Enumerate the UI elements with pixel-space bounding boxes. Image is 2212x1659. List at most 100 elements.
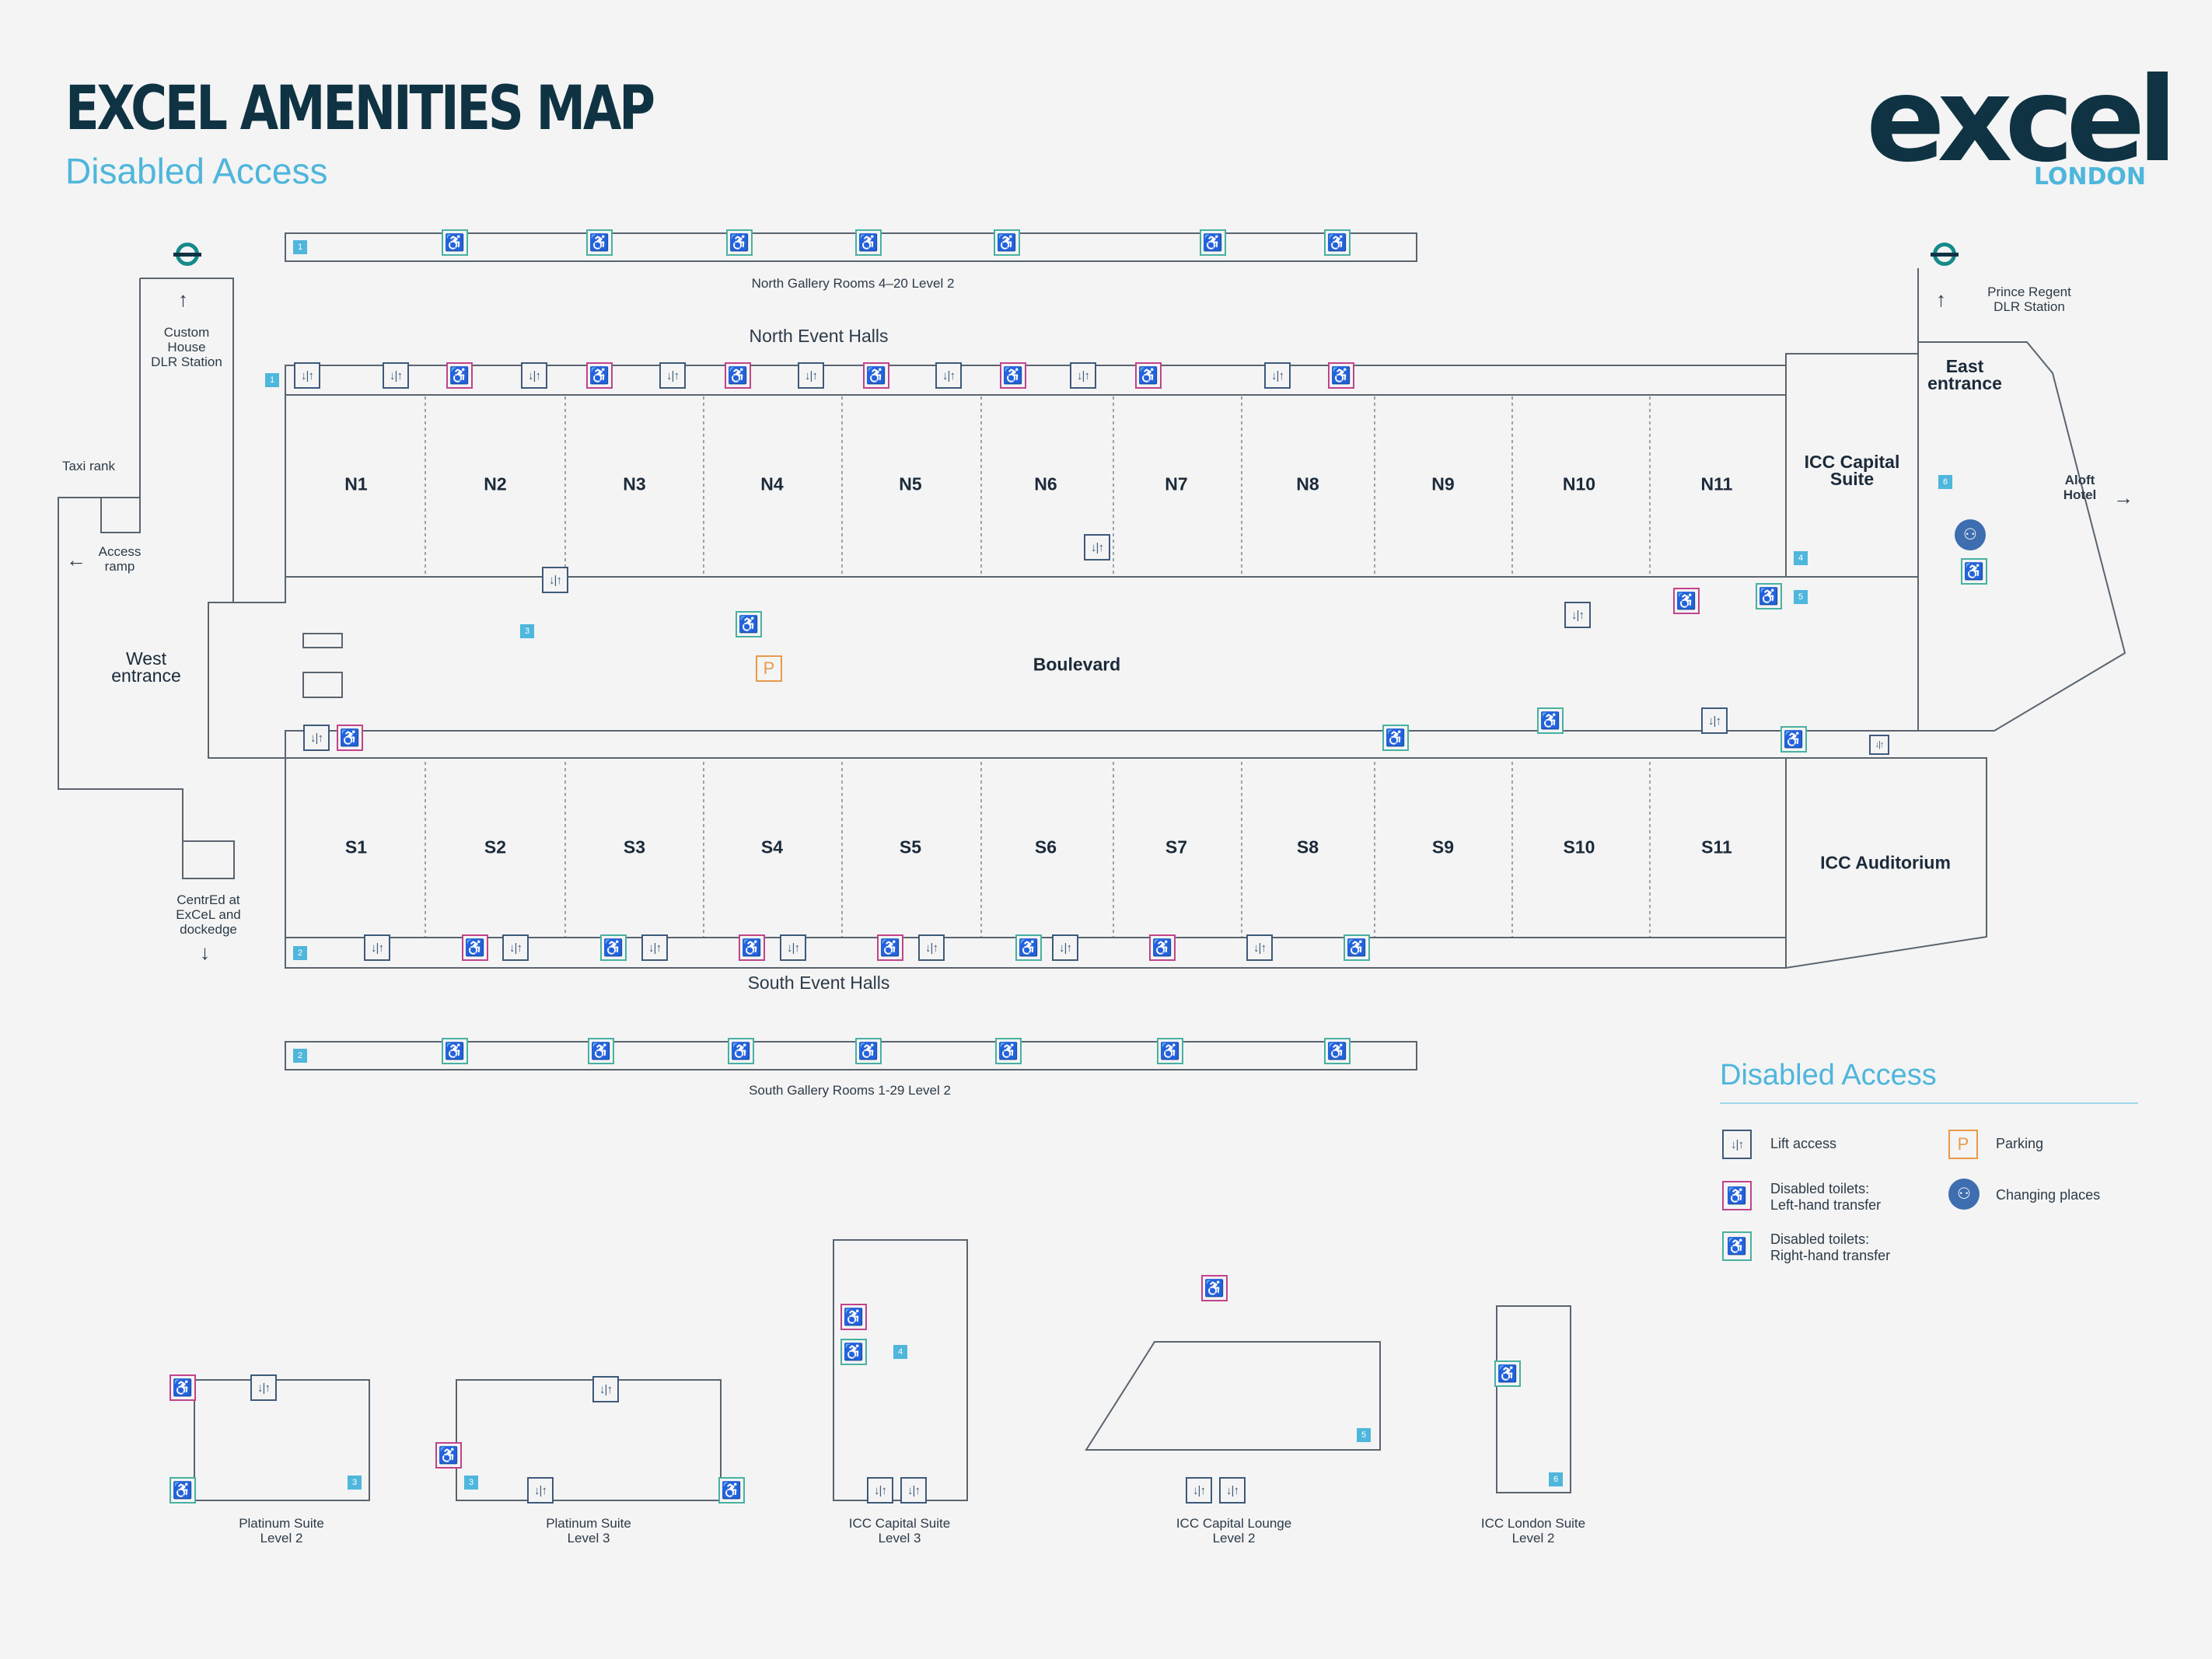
toilet-right-icon: ♿	[1200, 229, 1226, 256]
toilet-right-icon: ♿	[586, 229, 613, 256]
lift-icon: ↓|↑	[1869, 735, 1889, 755]
toilet-right-icon: ♿	[1324, 229, 1351, 256]
legend-lift-label: Lift access	[1770, 1136, 1837, 1151]
hall-s11: S11	[1701, 836, 1732, 857]
lift-icon: ↓|↑	[1219, 1477, 1246, 1504]
toilet-right-icon: ♿	[855, 229, 882, 256]
underground-roundel-icon	[173, 243, 201, 266]
toilet-left-icon: ♿	[169, 1374, 196, 1401]
boulevard-label: Boulevard	[1033, 654, 1121, 675]
hall-s8: S8	[1296, 836, 1319, 857]
toilet-left-icon: ♿	[739, 934, 765, 961]
hall-s3: S3	[623, 836, 646, 857]
taxi-rank-label: Taxi rank	[61, 459, 116, 473]
east-wing-outline	[1917, 268, 2126, 732]
marker-5: 5	[1357, 1428, 1371, 1442]
toilet-left-icon: ♿	[1135, 362, 1162, 389]
page-subtitle: Disabled Access	[65, 151, 328, 191]
hall-n9: N9	[1431, 473, 1455, 494]
legend-parking-label: Parking	[1996, 1136, 2044, 1151]
marker-3: 3	[348, 1476, 362, 1490]
arrow-up-icon: ↑	[1936, 288, 1946, 311]
hall-n11: N11	[1700, 473, 1733, 494]
toilet-right-icon: ♿	[728, 1038, 754, 1064]
north-hall-dividers	[425, 396, 1651, 575]
marker-2: 2	[293, 946, 307, 960]
toilet-right-icon: ♿	[588, 1038, 614, 1064]
north-halls-label: North Event Halls	[749, 326, 889, 346]
platinum-suite-level2-outline	[194, 1379, 370, 1501]
custom-house-label: Custom House DLR Station	[151, 325, 222, 369]
lift-icon: ↓|↑	[1264, 362, 1291, 389]
toilet-left-icon: ♿	[1673, 588, 1700, 614]
lift-icon: ↓|↑	[935, 362, 962, 389]
hall-s5: S5	[899, 836, 922, 857]
lift-icon: ↓|↑	[659, 362, 686, 389]
lift-icon: ↓|↑	[918, 934, 945, 961]
hall-s7: S7	[1165, 836, 1188, 857]
toilet-right-icon: ♿	[726, 229, 753, 256]
hall-n8: N8	[1296, 473, 1319, 494]
hall-n4: N4	[760, 473, 784, 494]
toilet-left-icon: ♿	[840, 1304, 867, 1330]
toilet-right-icon: ♿	[994, 229, 1020, 256]
south-halls-label: South Event Halls	[747, 973, 890, 993]
parking-icon: P	[756, 655, 782, 682]
legend-changing-label: Changing places	[1996, 1187, 2101, 1203]
arrow-up-icon: ↑	[178, 288, 188, 311]
toilet-right-icon: ♿	[1015, 934, 1042, 961]
lift-icon: ↓|↑	[780, 934, 806, 961]
lift-icon: ↓|↑	[1186, 1477, 1212, 1504]
lift-icon: ↓|↑	[1246, 934, 1273, 961]
toilet-right-icon: ♿	[855, 1038, 882, 1064]
toilet-right-icon: ♿	[600, 934, 627, 961]
toilet-right-icon: ♿	[1756, 583, 1782, 609]
toilet-right-icon: ♿	[1157, 1038, 1183, 1064]
marker-6: 6	[1549, 1472, 1563, 1486]
marker-6: 6	[1938, 475, 1952, 489]
aloft-hotel-label: Aloft Hotel	[2063, 473, 2097, 502]
lift-icon: ↓|↑	[592, 1376, 619, 1402]
toilet-left-icon: ♿	[1000, 362, 1026, 389]
toilet-right-icon: ♿	[442, 1038, 468, 1064]
legend-title: Disabled Access	[1720, 1059, 1937, 1091]
toilet-right-icon: ♿	[1722, 1231, 1752, 1261]
hall-n10: N10	[1562, 473, 1596, 494]
logo-wordmark: excel	[1866, 53, 2178, 188]
icc-capital-suite-level3-outline	[833, 1239, 968, 1501]
toilet-right-icon: ♿	[1961, 558, 1987, 585]
marker-1: 1	[293, 240, 307, 254]
arrow-right-icon: →	[2113, 486, 2133, 509]
marker-3: 3	[464, 1476, 478, 1490]
south-hall-dividers	[425, 762, 1651, 937]
lift-icon: ↓|↑	[294, 362, 320, 389]
hall-n5: N5	[899, 473, 922, 494]
suite-caption: Platinum Suite Level 2	[239, 1516, 324, 1545]
toilet-left-icon: ♿	[586, 362, 613, 389]
hall-s10: S10	[1563, 836, 1595, 857]
suite-caption: Platinum Suite Level 3	[546, 1516, 631, 1545]
lift-icon: ↓|↑	[542, 567, 568, 593]
suite-caption: ICC Capital Lounge Level 2	[1176, 1516, 1292, 1545]
arrow-left-icon: ←	[66, 548, 86, 571]
lift-icon: ↓|↑	[521, 362, 547, 389]
parking-icon: P	[1948, 1130, 1978, 1159]
toilet-left-icon: ♿	[1328, 362, 1354, 389]
hall-n3: N3	[623, 473, 646, 494]
marker-4: 4	[1794, 551, 1808, 565]
lift-icon: ↓|↑	[1052, 934, 1078, 961]
south-gallery-outline	[285, 1041, 1417, 1070]
lift-icon: ↓|↑	[641, 934, 668, 961]
toilet-left-icon: ♿	[337, 725, 363, 751]
legend-right-toilet-label: Disabled toilets: Right-hand transfer	[1770, 1231, 1891, 1263]
legend-left-toilet-label: Disabled toilets: Left-hand transfer	[1770, 1181, 1882, 1213]
centred-label: CentrEd at ExCeL and dockedge	[176, 892, 241, 937]
toilet-right-icon: ♿	[718, 1477, 745, 1504]
toilet-left-icon: ♿	[435, 1442, 462, 1469]
legend-divider	[1720, 1102, 2138, 1104]
marker-3: 3	[520, 624, 534, 638]
suite-caption: ICC Capital Suite Level 3	[848, 1516, 951, 1545]
hall-s6: S6	[1034, 836, 1057, 857]
changing-places-icon: ⚇	[1955, 519, 1986, 550]
hall-s2: S2	[484, 836, 507, 857]
